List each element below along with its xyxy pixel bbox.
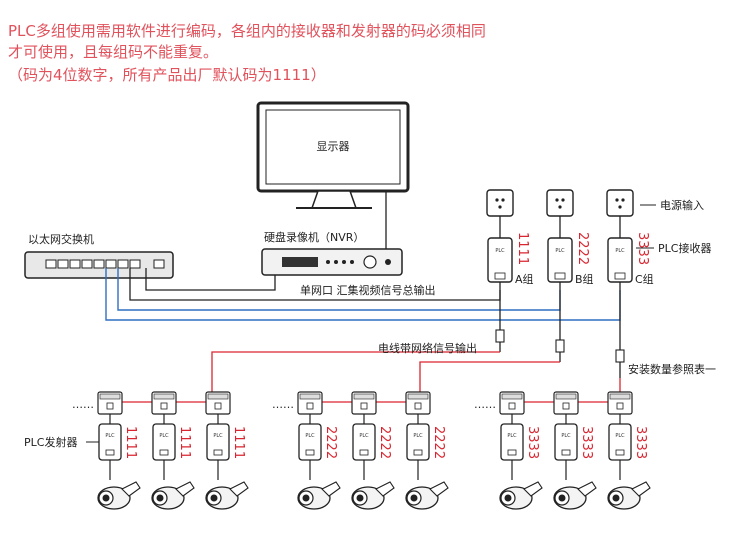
- note-line-1: PLC多组使用需用软件进行编码，各组内的接收器和发射器的码必须相同: [8, 22, 486, 40]
- monitor: 显示器: [256, 101, 410, 209]
- note-line-3: （码为4位数字，所有产品出厂默认码为1111）: [8, 66, 326, 84]
- more-dots: ……: [72, 398, 94, 411]
- receiver-group-a: PLC: [486, 189, 514, 352]
- group-name-b: B组: [575, 272, 594, 286]
- receiver-code-b: 2222: [575, 232, 590, 265]
- plc-tag: PLC: [615, 248, 625, 254]
- install-ref-label: 安装数量参照表一: [628, 362, 716, 376]
- nvr: 硬盘录像机（NVR）: [261, 230, 403, 276]
- transmitter-code-c3: 3333: [633, 426, 648, 459]
- transmitter-code-a2: 1111: [177, 426, 192, 459]
- transmitter-code-b2: 2222: [377, 426, 392, 459]
- more-dots: ……: [474, 398, 496, 411]
- single-port-label: 单网口 汇集视频信号总输出: [300, 283, 436, 297]
- more-dots: ……: [272, 398, 294, 411]
- receiver-group-b: PLC: [546, 189, 574, 362]
- note-line-2: 才可使用，且每组码不能重复。: [8, 43, 219, 61]
- transmitter-code-b1: 2222: [323, 426, 338, 459]
- receiver-code-a: 1111: [515, 232, 530, 265]
- plc-transmitter-label: PLC发射器: [24, 435, 77, 449]
- transmitter-code-b3: 2222: [431, 426, 446, 459]
- transmitter-group-b: ……: [272, 391, 449, 510]
- switch-label: 以太网交换机: [28, 232, 94, 246]
- plc-tag: PLC: [555, 248, 565, 254]
- plc-tag: PLC: [495, 248, 505, 254]
- nvr-label: 硬盘录像机（NVR）: [264, 230, 364, 244]
- transmitter-code-c2: 3333: [579, 426, 594, 459]
- transmitter-code-a3: 1111: [231, 426, 246, 459]
- transmitter-group-a: ……: [72, 391, 249, 510]
- transmitter-group-c: ……: [474, 391, 651, 510]
- monitor-label: 显示器: [317, 140, 350, 153]
- transmitter-code-a1: 1111: [123, 426, 138, 459]
- power-input-label: 电源输入: [660, 198, 704, 212]
- receiver-code-c: 3333: [635, 232, 650, 265]
- group-name-c: C组: [635, 272, 654, 286]
- group-name-a: A组: [515, 272, 534, 286]
- powerline-output-label: 电线带网络信号输出: [378, 341, 477, 355]
- ethernet-switch: 以太网交换机: [24, 232, 174, 279]
- plc-receiver-label: PLC接收器: [658, 241, 711, 255]
- transmitter-code-c1: 3333: [525, 426, 540, 459]
